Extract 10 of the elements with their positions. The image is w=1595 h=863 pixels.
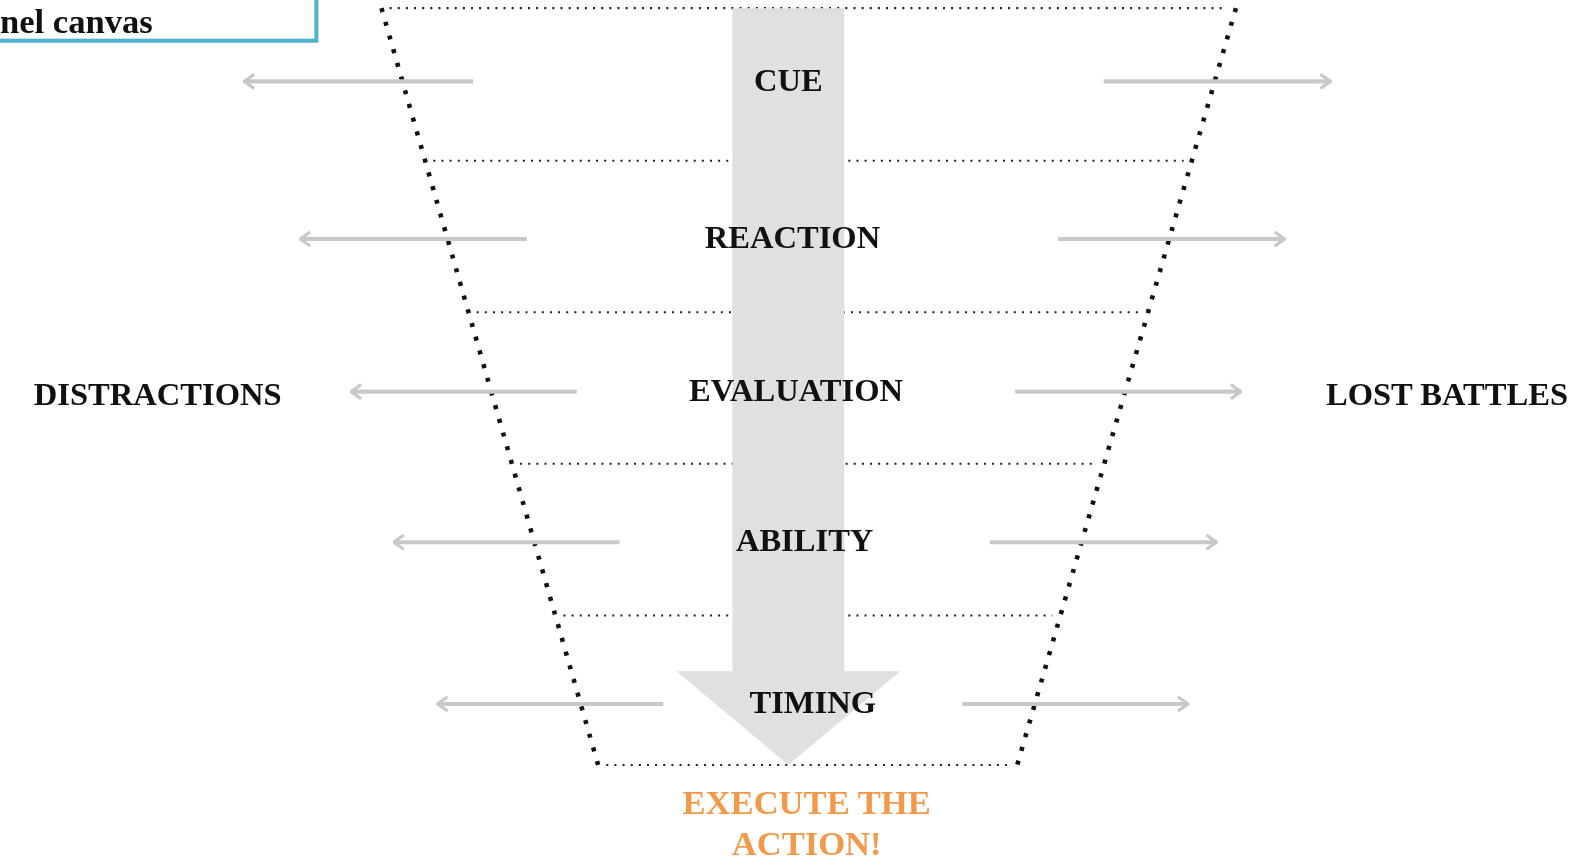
flow-arrow: [676, 8, 901, 765]
stage-label: CUE: [754, 60, 823, 100]
title-text: nel canvas: [0, 4, 153, 39]
stage-label: TIMING: [749, 682, 877, 723]
side-label: LOST BATTLES: [1325, 374, 1569, 415]
stage-label: EVALUATION: [688, 370, 903, 410]
outcome-label: EXECUTE THE ACTION!: [681, 782, 932, 863]
side-label: DISTRACTIONS: [33, 374, 282, 415]
stage-label: ABILITY: [735, 520, 874, 561]
stage-label: REACTION: [704, 217, 881, 258]
